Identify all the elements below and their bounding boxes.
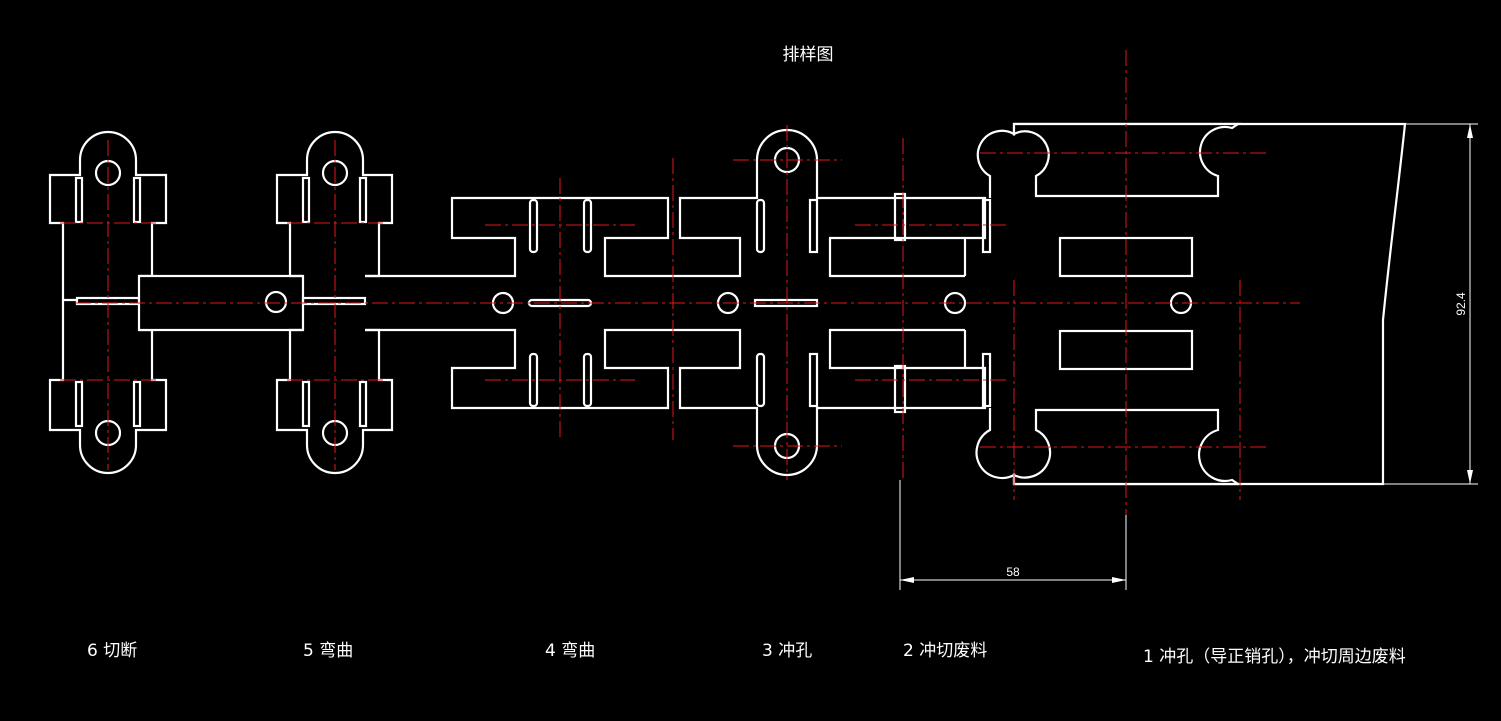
station-label-3: 3 冲孔 xyxy=(762,641,812,661)
station-label-1: 1 冲孔（导正销孔），冲切周边废料 xyxy=(1143,647,1406,667)
station-6-part xyxy=(48,130,168,475)
dimension-width: 92.4 xyxy=(1383,123,1478,485)
station-label-2: 2 冲切废料 xyxy=(903,641,987,661)
drawing-title: 排样图 xyxy=(783,45,834,65)
station-5-part xyxy=(275,130,394,475)
station-label-5: 5 弯曲 xyxy=(303,641,353,661)
width-dimension-text: 92.4 xyxy=(1454,292,1468,316)
dimension-step: 58 xyxy=(899,480,1127,590)
station-label-4: 4 弯曲 xyxy=(545,641,595,661)
station-label-6: 6 切断 xyxy=(87,641,137,661)
centerlines xyxy=(75,50,1300,515)
step-dimension-text: 58 xyxy=(1006,565,1020,579)
